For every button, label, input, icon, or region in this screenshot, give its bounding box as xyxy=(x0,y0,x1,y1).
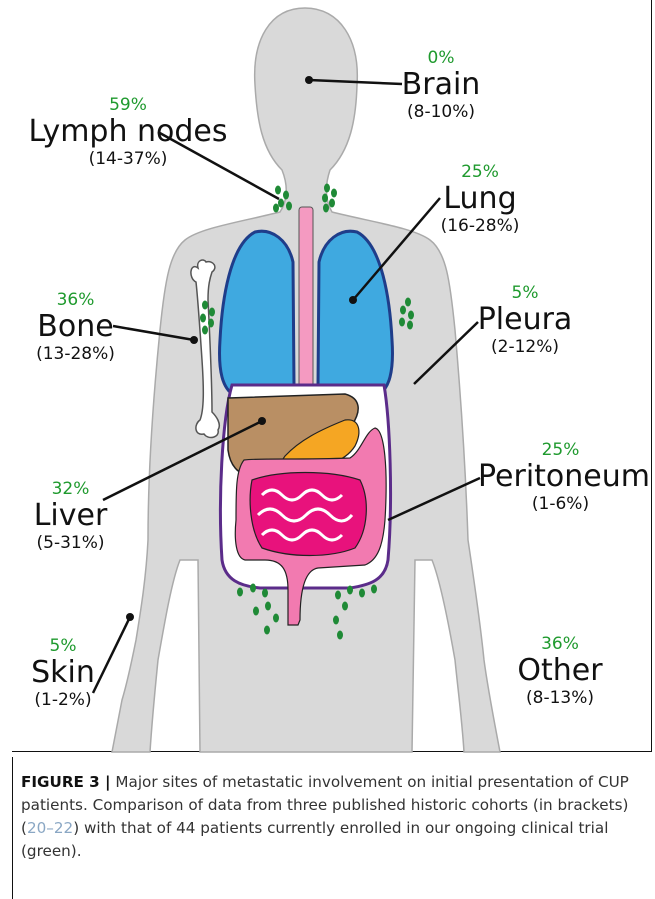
lymph-range: (14-37%) xyxy=(28,149,228,169)
pleura-percent: 5% xyxy=(470,283,580,303)
caption-heading: FIGURE 3 | xyxy=(21,773,111,791)
figure-caption: FIGURE 3 | Major sites of metastatic inv… xyxy=(21,771,641,863)
peritoneum-name: Peritoneum xyxy=(478,460,643,494)
other-range: (8-13%) xyxy=(510,688,610,708)
peritoneum-range: (1-6%) xyxy=(478,494,643,514)
caption-rule xyxy=(12,757,13,899)
pleura-name: Pleura xyxy=(470,303,580,337)
caption-text-after: ) with that of 44 patients currently enr… xyxy=(21,819,608,860)
lung-percent: 25% xyxy=(430,162,530,182)
label-pleura: 5% Pleura (2-12%) xyxy=(470,283,580,357)
label-other: 36% Other (8-13%) xyxy=(510,634,610,708)
brain-range: (8-10%) xyxy=(396,102,486,122)
lymph-name: Lymph nodes xyxy=(28,115,228,149)
label-bone: 36% Bone (13-28%) xyxy=(28,290,123,364)
brain-percent: 0% xyxy=(396,48,486,68)
brain-name: Brain xyxy=(396,68,486,102)
lung-name: Lung xyxy=(430,182,530,216)
label-liver: 32% Liver (5-31%) xyxy=(28,479,113,553)
other-percent: 36% xyxy=(510,634,610,654)
liver-percent: 32% xyxy=(28,479,113,499)
peritoneum-percent: 25% xyxy=(478,440,643,460)
label-peritoneum: 25% Peritoneum (1-6%) xyxy=(478,440,643,514)
caption-references-link[interactable]: 20–22 xyxy=(27,819,73,837)
bone-percent: 36% xyxy=(28,290,123,310)
other-name: Other xyxy=(510,654,610,688)
lymph-percent: 59% xyxy=(28,95,228,115)
bone-name: Bone xyxy=(28,310,123,344)
lung-range: (16-28%) xyxy=(430,216,530,236)
skin-range: (1-2%) xyxy=(28,690,98,710)
label-brain: 0% Brain (8-10%) xyxy=(396,48,486,122)
label-lymph-nodes: 59% Lymph nodes (14-37%) xyxy=(28,95,228,169)
skin-name: Skin xyxy=(28,656,98,690)
pleura-range: (2-12%) xyxy=(470,337,580,357)
label-lung: 25% Lung (16-28%) xyxy=(430,162,530,236)
esophagus xyxy=(299,207,313,387)
label-skin: 5% Skin (1-2%) xyxy=(28,636,98,710)
skin-percent: 5% xyxy=(28,636,98,656)
liver-range: (5-31%) xyxy=(28,533,113,553)
liver-name: Liver xyxy=(28,499,113,533)
bone-range: (13-28%) xyxy=(28,344,123,364)
